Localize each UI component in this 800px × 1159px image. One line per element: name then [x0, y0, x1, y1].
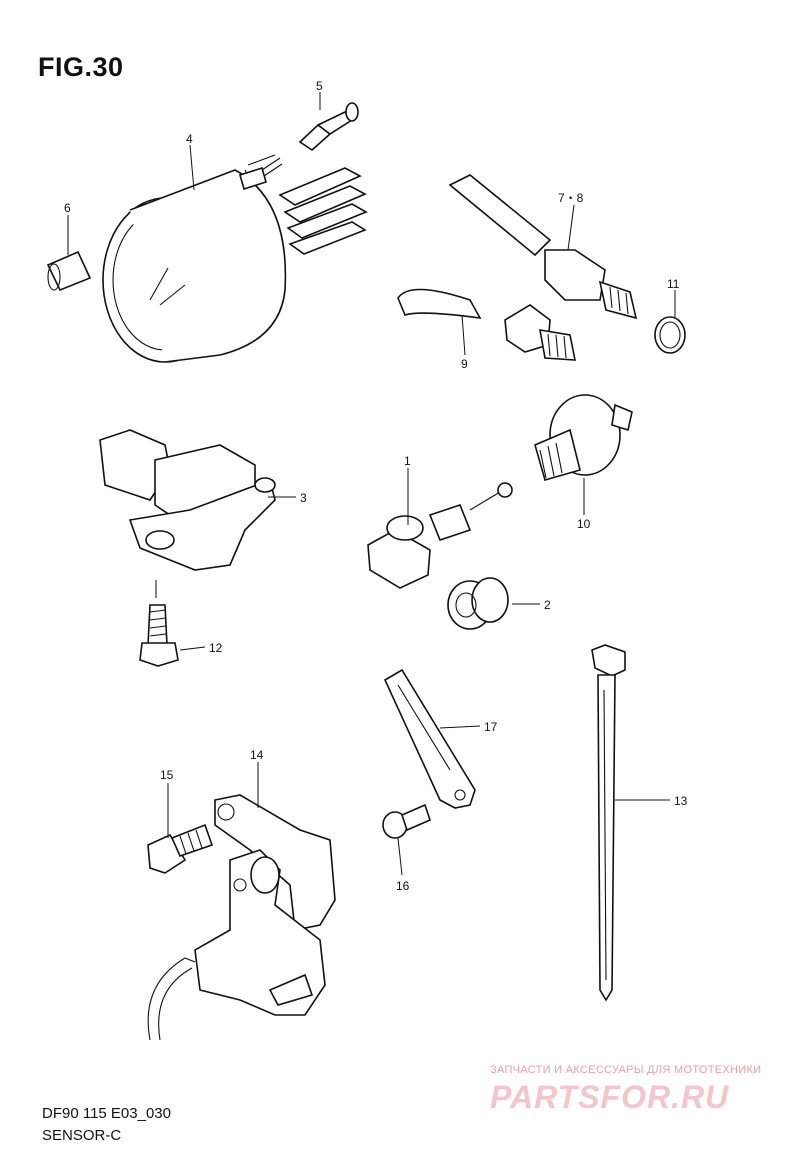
part-11-oring — [654, 316, 686, 354]
watermark-tagline: ЗАПЧАСТИ И АКСЕССУАРЫ ДЛЯ МОТОТЕХНИКИ — [490, 1064, 762, 1076]
part-17-bracket — [383, 668, 476, 809]
diagram-code: DF90 115 E03_030 — [42, 1105, 171, 1122]
part-12-bolt — [139, 604, 179, 667]
callout-10: 10 — [577, 517, 591, 531]
part-7-8-sender — [448, 174, 638, 320]
callout-4: 4 — [186, 132, 193, 146]
figure-title: FIG.30 — [38, 52, 124, 82]
part-16-screw — [382, 803, 431, 839]
callout-9: 9 — [461, 357, 468, 371]
part-10-switch — [534, 394, 633, 481]
watermark-logo: PARTSFOR.RU — [490, 1079, 730, 1115]
callout-13: 13 — [674, 794, 688, 808]
part-14-sensor-assembly — [147, 794, 336, 1041]
part-3-sensor — [99, 429, 276, 571]
part-2-grommet — [447, 577, 509, 630]
leader-lines — [67, 92, 676, 876]
part-9-sender — [397, 288, 576, 361]
callout-7-8: 7・8 — [558, 191, 584, 205]
callout-11: 11 — [667, 277, 680, 291]
callout-15: 15 — [160, 768, 174, 782]
callout-6: 6 — [64, 201, 71, 215]
callout-5: 5 — [316, 79, 323, 93]
callout-16: 16 — [396, 879, 410, 893]
callout-2: 2 — [544, 598, 551, 612]
callout-1: 1 — [404, 454, 411, 468]
diagram-name: SENSOR-C — [42, 1127, 122, 1144]
part-4-gauge — [102, 154, 368, 363]
callout-14: 14 — [250, 748, 264, 762]
callout-3: 3 — [300, 491, 307, 505]
part-5-plug — [298, 102, 359, 152]
callout-12: 12 — [209, 641, 223, 655]
part-13-cable-tie — [591, 644, 626, 1002]
part-15-bolt — [147, 823, 214, 874]
part-1-connector — [367, 482, 513, 589]
callout-17: 17 — [484, 720, 498, 734]
part-6-bulb — [46, 250, 92, 292]
